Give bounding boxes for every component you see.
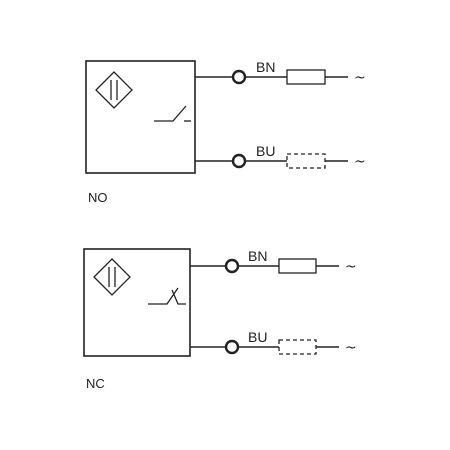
wire-label: BN	[256, 59, 275, 75]
load-resistor	[278, 258, 317, 274]
wire-bn-no: BN ~	[195, 59, 366, 86]
load-dashed	[278, 339, 317, 355]
nc-diagram: BN ~ BU ~ NC	[83, 248, 357, 391]
wire-bu-no: BU ~	[195, 143, 366, 170]
wire-bu-nc: BU ~	[190, 329, 357, 356]
sensor-box-no	[85, 60, 196, 174]
load-resistor	[286, 69, 326, 85]
ac-supply-symbol: ~	[354, 154, 366, 170]
wire-label: BU	[248, 329, 267, 345]
sensor-symbol-icon	[93, 258, 131, 296]
terminal-icon	[231, 153, 247, 169]
wire-label: BN	[248, 248, 267, 264]
load-dashed	[286, 153, 326, 169]
no-diagram: BN ~ BU ~ NO	[85, 59, 366, 205]
diagram-caption: NC	[86, 376, 105, 391]
ac-supply-symbol: ~	[345, 259, 357, 275]
ac-supply-symbol: ~	[345, 340, 357, 356]
wire-label: BU	[256, 143, 275, 159]
terminal-icon	[224, 339, 240, 355]
normally-closed-contact-icon	[148, 287, 186, 305]
terminal-icon	[231, 69, 247, 85]
normally-open-contact-icon	[154, 105, 191, 122]
terminal-icon	[224, 258, 240, 274]
ac-supply-symbol: ~	[354, 70, 366, 86]
sensor-symbol-icon	[95, 71, 133, 109]
sensor-box-nc	[83, 248, 191, 357]
diagram-caption: NO	[88, 190, 108, 205]
wire-bn-nc: BN ~	[190, 248, 357, 275]
